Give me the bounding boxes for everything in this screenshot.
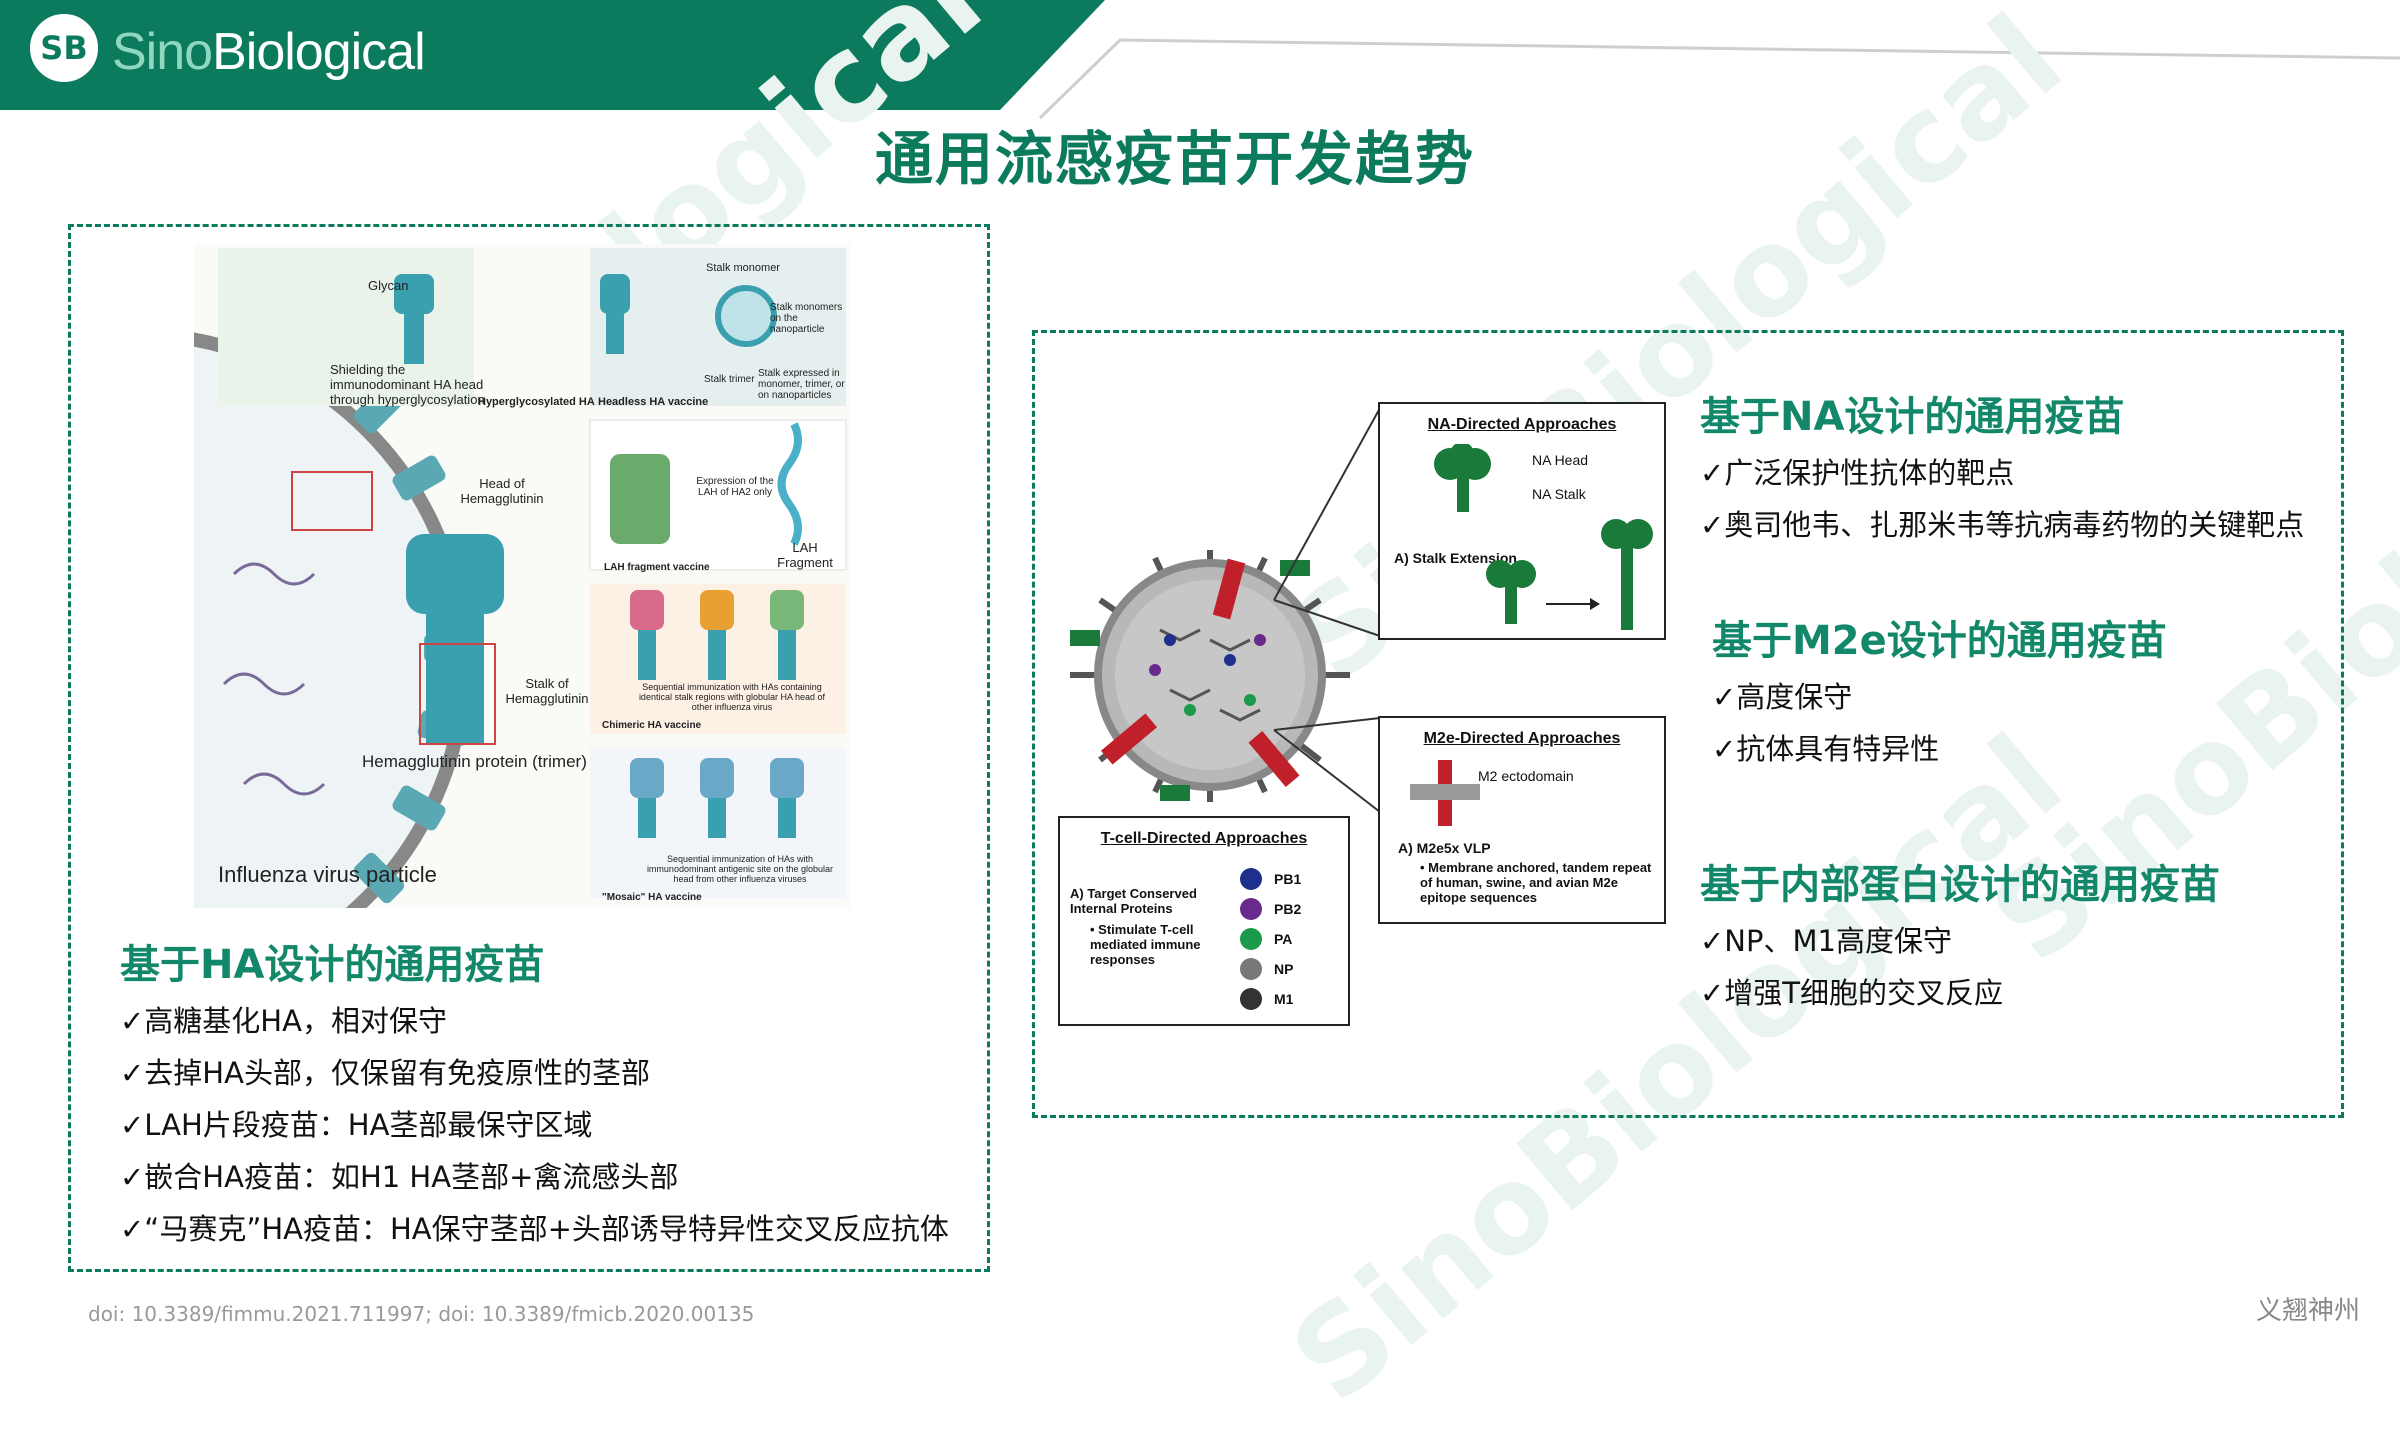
tcell-description: • Stimulate T-cell mediated immune respo… (1090, 922, 1201, 967)
protein-item: PB1 (1240, 864, 1301, 894)
label-glycan: Glycan (368, 278, 409, 293)
m2-icon (1410, 760, 1480, 826)
label-chimeric: Chimeric HA vaccine (602, 720, 702, 731)
ha-section-box (68, 224, 990, 1272)
internal-bullet-1: ✓NP、M1高度保守 (1700, 924, 1952, 958)
ha-bullet-3: ✓LAH片段疫苗：HA茎部最保守区域 (120, 1108, 593, 1142)
na-icon (1434, 444, 1491, 512)
m2e-bullet-1: ✓高度保守 (1712, 680, 1853, 714)
label-virus-particle: Influenza virus particle (218, 862, 437, 887)
m2e-approaches-box: M2e-Directed Approaches M2 ectodomain A)… (1378, 716, 1666, 924)
label-expression-lah: Expression of the LAH of HA2 only (696, 476, 774, 498)
protein-label: NP (1274, 961, 1294, 977)
ha-heading: 基于HA设计的通用疫苗 (120, 942, 545, 988)
tcell-target-label: A) Target Conserved Internal Proteins (1070, 886, 1197, 916)
protein-dot-icon (1240, 898, 1262, 920)
na-bullet-2: ✓奥司他韦、扎那米韦等抗病毒药物的关键靶点 (1700, 508, 2305, 542)
label-mosaic: "Mosaic" HA vaccine (602, 892, 702, 903)
label-lah-fragment: LAH Fragment (777, 540, 833, 570)
protein-item: PA (1240, 924, 1301, 954)
virus-diagram (1070, 550, 1350, 802)
na-bullet-1: ✓广泛保护性抗体的靶点 (1700, 456, 2015, 490)
internal-bullet-2: ✓增强T细胞的交叉反应 (1700, 976, 2004, 1010)
m2e-bullet-2: ✓抗体具有特异性 (1712, 732, 1940, 766)
m2e-approaches-title: M2e-Directed Approaches (1423, 730, 1621, 747)
ha-figure (0, 244, 850, 1001)
protein-dot-icon (1240, 958, 1262, 980)
protein-item: NP (1240, 954, 1301, 984)
na-stalk-label: NA Stalk (1532, 486, 1586, 502)
protein-item: M1 (1240, 984, 1301, 1014)
label-shielding: Shielding the immunodominant HA head thr… (330, 362, 485, 407)
label-mosaic-text: Sequential immunization of HAs with immu… (646, 854, 834, 884)
label-stalk-expressed: Stalk expressed in monomer, trimer, or o… (758, 368, 845, 401)
label-lah-vaccine: LAH fragment vaccine (604, 562, 710, 573)
logo-text-biological: Biological (212, 23, 426, 81)
tcell-approaches-title: T-cell-Directed Approaches (1100, 830, 1308, 847)
logo: SinoBiological (112, 22, 426, 82)
m2e-description: • Membrane anchored, tandem repeat of hu… (1420, 860, 1652, 905)
logo-badge-text: SB (40, 29, 88, 67)
na-head-label: NA Head (1532, 452, 1589, 468)
protein-dot-icon (1240, 988, 1262, 1010)
na-stalk-extension-icon (1486, 519, 1653, 630)
tcell-approaches-box: T-cell-Directed Approaches A) Target Con… (1058, 816, 1350, 1026)
protein-dot-icon (1240, 868, 1262, 890)
label-head-of-ha: Head of Hemagglutinin (460, 476, 544, 506)
protein-item: PB2 (1240, 894, 1301, 924)
stalk-extension-label: A) Stalk Extension (1394, 550, 1517, 566)
connector-lines (1273, 407, 1381, 813)
doi-reference: doi: 10.3389/fimmu.2021.711997; doi: 10.… (88, 1302, 755, 1326)
label-ha-protein: Hemagglutinin protein (trimer) (362, 752, 587, 771)
label-sequential: Sequential immunization with HAs contain… (638, 682, 826, 712)
logo-text-sino: Sino (112, 23, 213, 81)
logo-badge: SB (30, 14, 98, 82)
ha-bullet-4: ✓嵌合HA疫苗：如H1 HA茎部+禽流感头部 (120, 1160, 679, 1194)
protein-label: PB2 (1274, 901, 1302, 917)
protein-list: PB1 PB2 PA NP M1 (1240, 864, 1301, 1014)
ha-bullet-5: ✓“马赛克”HA疫苗：HA保守茎部+头部诱导特异性交叉反应抗体 (120, 1212, 949, 1246)
label-hyperglycosylated: Hyperglycosylated HA (478, 396, 595, 408)
label-stalk-trimer: Stalk trimer (704, 374, 755, 385)
internal-protein-heading: 基于内部蛋白设计的通用疫苗 (1700, 862, 2220, 908)
protein-label: PB1 (1274, 871, 1302, 887)
na-approaches-title: NA-Directed Approaches (1427, 416, 1617, 433)
m2e-heading: 基于M2e设计的通用疫苗 (1712, 618, 2167, 664)
label-stalk-nano: Stalk monomers on the nanoparticle (770, 302, 843, 335)
m2-ectodomain-label: M2 ectodomain (1478, 768, 1574, 784)
na-approaches-box: NA-Directed Approaches NA Head NA Stalk … (1378, 402, 1666, 640)
protein-label: PA (1274, 931, 1293, 947)
label-stalk-of-ha: Stalk of Hemagglutinin (505, 676, 589, 706)
header-banner (0, 0, 2400, 120)
label-headless: Headless HA vaccine (598, 396, 709, 408)
protein-dot-icon (1240, 928, 1262, 950)
protein-label: M1 (1274, 991, 1294, 1007)
author-signature: 义翘神州 (2256, 1296, 2361, 1326)
ha-figure-graphic (0, 248, 847, 1001)
na-heading: 基于NA设计的通用疫苗 (1700, 394, 2125, 440)
label-stalk-monomer: Stalk monomer (706, 262, 780, 274)
page-title: 通用流感疫苗开发趋势 (874, 125, 1475, 193)
ha-bullet-2: ✓去掉HA头部，仅保留有免疫原性的茎部 (120, 1056, 650, 1090)
ha-bullet-1: ✓高糖基化HA，相对保守 (120, 1004, 447, 1038)
na-m2e-section-box (1032, 330, 2344, 1118)
m2e5x-vlp-label: A) M2e5x VLP (1398, 840, 1491, 856)
